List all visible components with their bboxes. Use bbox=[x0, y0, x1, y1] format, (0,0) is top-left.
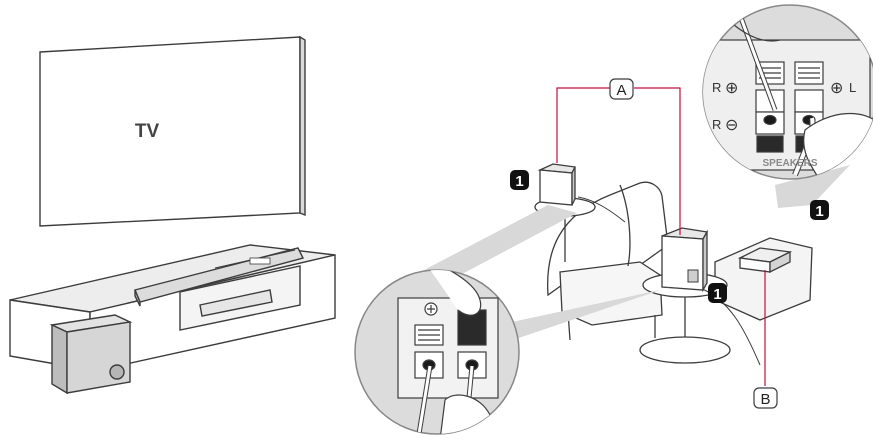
callout-b: B bbox=[754, 388, 777, 408]
speakers-label: SPEAKERS bbox=[762, 158, 817, 169]
rear-speaker-right bbox=[662, 228, 707, 290]
r-plus-symbol: ⊕ bbox=[725, 80, 738, 97]
tv-setup: TV bbox=[10, 37, 335, 393]
tv: TV bbox=[40, 37, 305, 226]
badge-1-right-speaker: 1 bbox=[708, 283, 727, 303]
badge-1-panel: 1 bbox=[810, 200, 829, 220]
svg-text:1: 1 bbox=[815, 203, 823, 220]
rear-speaker-left bbox=[540, 164, 575, 205]
svg-text:A: A bbox=[616, 82, 626, 99]
svg-text:1: 1 bbox=[515, 173, 523, 190]
callout-a: A bbox=[610, 79, 633, 99]
svg-text:1: 1 bbox=[713, 286, 721, 303]
badge-1-left-speaker: 1 bbox=[510, 170, 529, 190]
r-minus-symbol: ⊖ bbox=[725, 117, 738, 134]
tv-label: TV bbox=[135, 121, 160, 142]
r-plus-label: R bbox=[712, 80, 721, 95]
room-scene bbox=[535, 164, 812, 365]
r-minus-label: R bbox=[712, 117, 721, 132]
l-plus-symbol: ⊕ bbox=[830, 80, 843, 97]
svg-text:B: B bbox=[760, 391, 770, 408]
l-plus-label: L bbox=[849, 80, 856, 95]
subwoofer bbox=[52, 315, 130, 393]
speakers-panel-zoom: R ⊕ R ⊖ ⊕ L SPEAKERS bbox=[700, 5, 873, 208]
